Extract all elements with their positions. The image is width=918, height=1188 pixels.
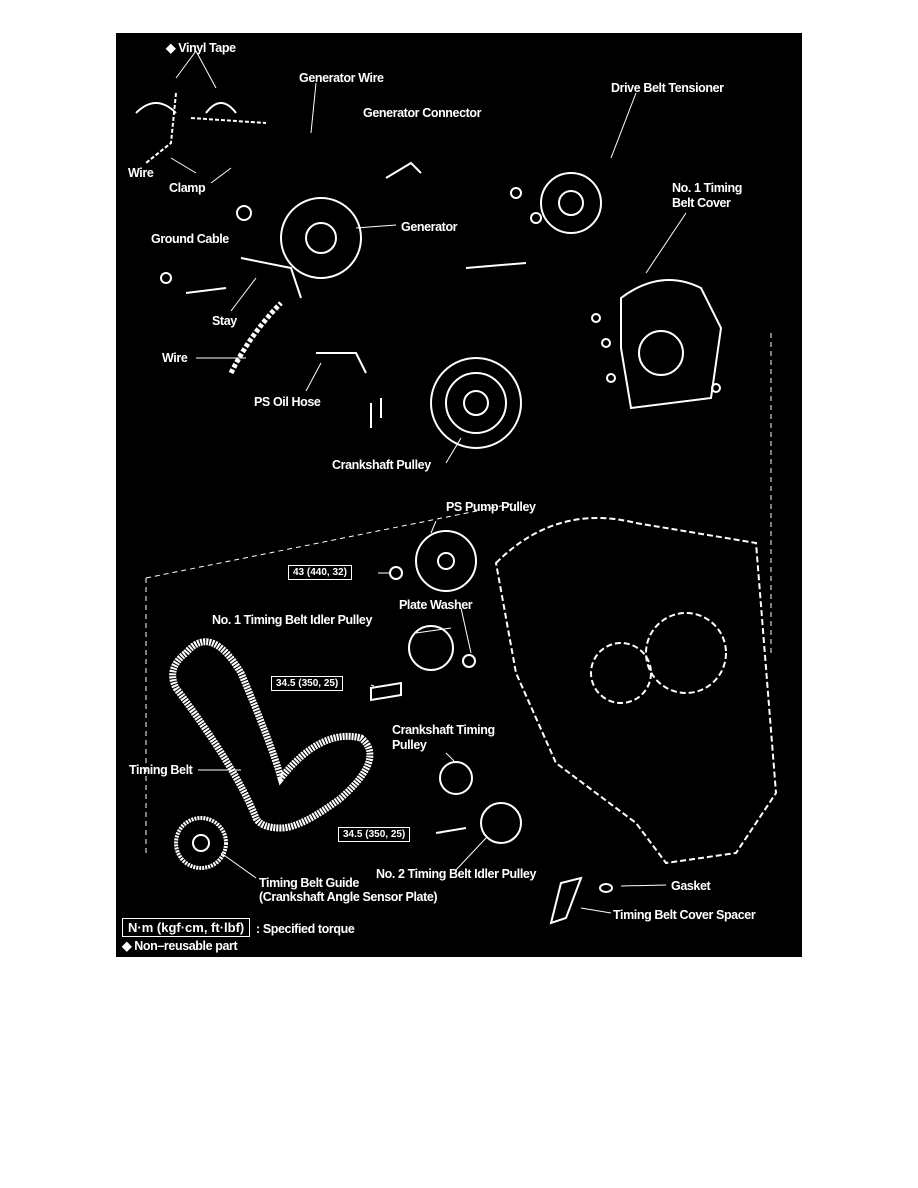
no1-idler-pulley-part (408, 625, 454, 671)
label-crankshaft-pulley: Crankshaft Pulley (332, 458, 431, 472)
crankshaft-pulley-groove (445, 372, 507, 434)
drive-belt-tensioner-part (540, 172, 602, 234)
idler-bolt-part (370, 681, 402, 702)
generator-connector-part (385, 161, 422, 179)
torque-idler-bolt-1: 34.5 (350, 25) (271, 676, 344, 691)
section-lines (145, 333, 772, 853)
label-crankshaft-timing-pulley-1: Crankshaft Timing (392, 723, 495, 737)
tensioner-nut (530, 212, 542, 224)
spacer-part (549, 876, 583, 925)
wire-lower (228, 301, 283, 375)
gasket-part (599, 883, 613, 893)
crankshaft-timing-pulley-part (439, 761, 473, 795)
label-crankshaft-timing-pulley-2: Pulley (392, 738, 427, 752)
engine-detail (645, 612, 727, 694)
generator-hub (305, 222, 337, 254)
label-no1-idler-pulley: No. 1 Timing Belt Idler Pulley (212, 613, 373, 627)
no2-idler-bolt (435, 827, 467, 834)
label-generator-connector: Generator Connector (363, 106, 482, 120)
engine-block (494, 517, 778, 865)
vinyl-tape (135, 102, 237, 114)
leader-lines (170, 50, 687, 914)
wire-harness-top (145, 92, 267, 164)
label-timing-belt: Timing Belt (129, 763, 193, 777)
parts-drawing (135, 50, 778, 925)
tensioner-hub (558, 190, 584, 216)
ps-pump-nut (389, 566, 403, 580)
plate-washer-part (462, 654, 476, 668)
timing-belt-cover-part (620, 279, 723, 410)
stay-part (240, 257, 302, 299)
label-gasket: Gasket (671, 879, 711, 893)
label-ps-pump-pulley: PS Pump Pulley (446, 500, 536, 514)
timing-belt-guide-hub (192, 834, 210, 852)
label-no1-timing-belt-cover-1: No. 1 Timing (672, 181, 742, 195)
timing-belt-part (169, 638, 374, 832)
label-wire-top: Wire (128, 166, 154, 180)
legend-non-reusable: ◆ Non–reusable part (122, 939, 238, 953)
generator-part (280, 197, 362, 279)
label-timing-belt-guide-2: (Crankshaft Angle Sensor Plate) (259, 890, 438, 904)
exploded-diagram: ◆ Vinyl Tape Generator Wire Generator Co… (116, 33, 802, 957)
label-vinyl-tape: ◆ Vinyl Tape (166, 41, 236, 55)
label-ground-cable: Ground Cable (151, 232, 229, 246)
cover-opening (638, 330, 684, 376)
ps-pump-pulley-part (415, 530, 477, 592)
cover-bolt (606, 373, 616, 383)
engine-detail (590, 642, 652, 704)
label-generator-wire: Generator Wire (299, 71, 384, 85)
torque-idler-bolt-2: 34.5 (350, 25) (338, 827, 411, 842)
label-drive-belt-tensioner: Drive Belt Tensioner (611, 81, 724, 95)
label-no1-timing-belt-cover-2: Belt Cover (672, 196, 731, 210)
label-clamp: Clamp (169, 181, 206, 195)
label-stay: Stay (212, 314, 237, 328)
ps-pump-pulley-hub (437, 552, 455, 570)
no2-idler-pulley-part (480, 802, 522, 844)
tensioner-nut (510, 187, 522, 199)
legend-torque-box: N·m (kgf·cm, ft·lbf) (122, 918, 251, 937)
ps-oil-hose-part (316, 352, 382, 428)
label-generator: Generator (401, 220, 458, 234)
nut (236, 205, 252, 221)
cover-bolt (711, 383, 721, 393)
tensioner-bolt (465, 262, 527, 269)
crankshaft-pulley-hub (463, 390, 489, 416)
label-timing-belt-cover-spacer: Timing Belt Cover Spacer (613, 908, 756, 922)
label-plate-washer: Plate Washer (399, 598, 473, 612)
stay-bolt (185, 287, 227, 294)
cover-bolt (601, 338, 611, 348)
label-wire-bottom: Wire (162, 351, 188, 365)
label-no2-idler-pulley: No. 2 Timing Belt Idler Pulley (376, 867, 537, 881)
torque-ps-pump-bolt: 43 (440, 32) (288, 565, 352, 580)
cover-bolt (591, 313, 601, 323)
crankshaft-pulley-part (430, 357, 522, 449)
timing-belt-guide-part (174, 816, 228, 870)
ground-cable-bolt (160, 272, 172, 284)
legend-torque-text: : Specified torque (256, 922, 355, 936)
label-timing-belt-guide-1: Timing Belt Guide (259, 876, 359, 890)
label-ps-oil-hose: PS Oil Hose (254, 395, 321, 409)
